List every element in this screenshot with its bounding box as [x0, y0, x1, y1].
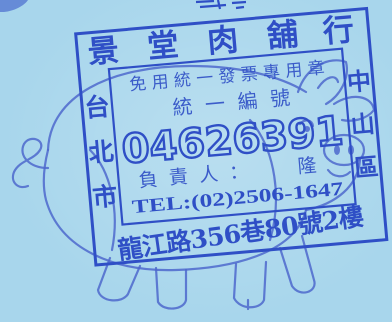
city-char: 台: [83, 92, 110, 123]
city-column: 台 北 市: [83, 92, 118, 213]
district-column: 中 山 區: [346, 66, 380, 183]
shop-name-char: 舖: [266, 17, 300, 56]
ink-fragments: [0, 0, 247, 12]
shop-name: 景 堂 肉 舖 行: [86, 12, 355, 71]
pig-eye: [304, 126, 310, 132]
pig-back-outline: [46, 64, 308, 152]
district-char: 中: [346, 66, 372, 97]
pig-hind-leg: [96, 256, 142, 302]
pig-shoulder-line: [248, 118, 278, 242]
pig-hind-leg-far: [154, 266, 188, 310]
pig-front-leg-far: [278, 234, 316, 294]
pig-front-leg: [232, 260, 268, 311]
pig-haunch-line: [88, 148, 116, 252]
pig-ear-left: [296, 59, 348, 106]
district-char: 區: [353, 152, 379, 183]
stamp-inner-border: [107, 47, 357, 226]
pig-eyebrow: [298, 119, 315, 128]
shop-name-char: 行: [320, 12, 355, 51]
pig-ear-curl: [316, 76, 340, 90]
shop-stamp: 景 堂 肉 舖 行 台 北 市 中 山 區 免用統一發票專用章 統一編號 046…: [74, 6, 389, 267]
pig-tail: [11, 137, 50, 189]
shop-name-char: 堂: [146, 27, 180, 66]
city-char: 北: [87, 137, 114, 168]
stamp-outer-border: [74, 6, 389, 267]
owner-name: 隆: [297, 154, 318, 178]
corner-ink-smear: [0, 0, 28, 12]
pig-snout: [322, 133, 366, 167]
city-char: 市: [91, 181, 118, 212]
top-ink-strokes: [195, 0, 247, 10]
shop-name-char: 肉: [206, 22, 240, 61]
pig-mouth: [326, 168, 352, 178]
pig-nostril-left: [334, 145, 340, 155]
shop-name-char: 景: [86, 32, 120, 71]
district-char: 山: [349, 109, 375, 140]
